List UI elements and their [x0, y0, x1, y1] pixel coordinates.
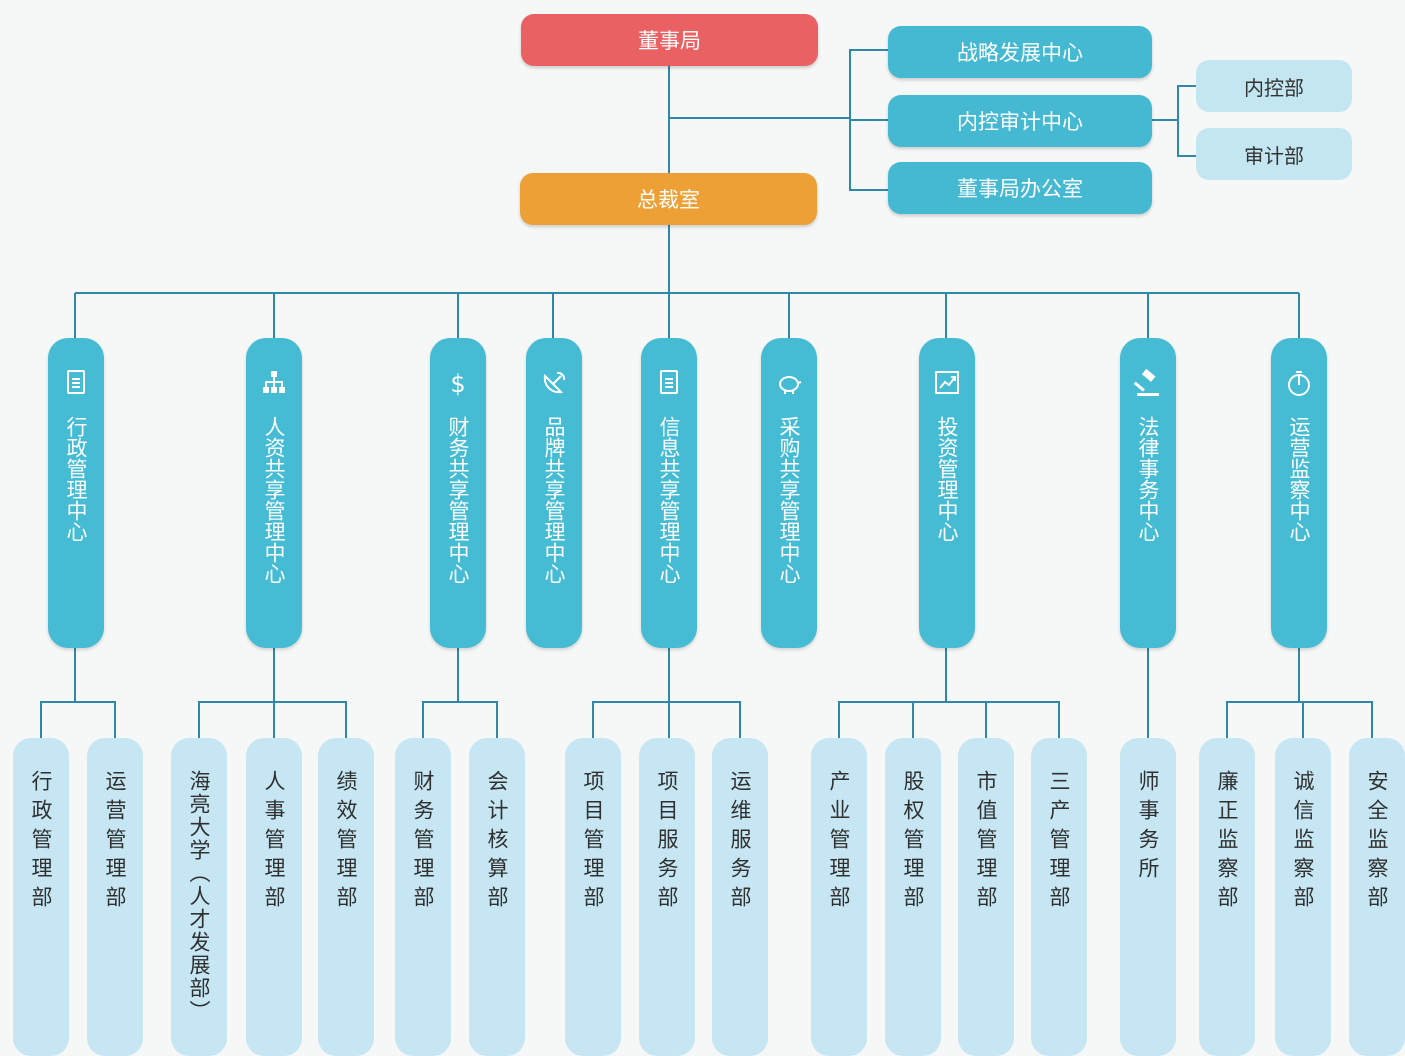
dept-credit-supervision: 诚信监察部 — [1275, 738, 1331, 1056]
center-label: 人资共享管理中心 — [262, 416, 286, 584]
center-label: 法律事务中心 — [1136, 416, 1160, 542]
board-office-node: 董事局办公室 — [888, 162, 1152, 214]
org-chart-icon — [263, 371, 285, 393]
dept-equity-management: 股权管理部 — [885, 738, 941, 1056]
dept-finance-management: 财务管理部 — [395, 738, 451, 1056]
trend-chart-icon — [935, 371, 959, 394]
internal-control-dept-node: 内控部 — [1196, 60, 1352, 112]
dept-personnel-management: 人事管理部 — [246, 738, 302, 1056]
board-node: 董事局 — [521, 14, 818, 66]
center-label: 运营监察中心 — [1287, 416, 1311, 542]
dept-integrity-supervision: 廉正监察部 — [1199, 738, 1255, 1056]
dept-project-service: 项目服务部 — [639, 738, 695, 1056]
stopwatch-icon — [1288, 371, 1310, 396]
dept-ops-service: 运维服务部 — [712, 738, 768, 1056]
center-label: 采购共享管理中心 — [777, 416, 801, 584]
dept-industry-management: 产业管理部 — [811, 738, 867, 1056]
center-investment: 投资管理中心 — [919, 338, 975, 648]
center-label: 信息共享管理中心 — [657, 416, 681, 584]
dept-admin-management: 行政管理部 — [13, 738, 69, 1056]
center-label: 财务共享管理中心 — [446, 416, 470, 584]
center-label: 行政管理中心 — [64, 416, 88, 542]
document-icon — [67, 370, 85, 394]
center-label: 投资管理中心 — [935, 416, 959, 542]
center-operations: 运营监察中心 — [1271, 338, 1327, 648]
dept-accounting: 会计核算部 — [469, 738, 525, 1056]
dept-tertiary-industry-management: 三产管理部 — [1031, 738, 1087, 1056]
center-info: 信息共享管理中心 — [641, 338, 697, 648]
piggy-bank-icon — [779, 376, 802, 394]
dept-market-value-management: 市值管理部 — [958, 738, 1014, 1056]
center-legal: 法律事务中心 — [1120, 338, 1176, 648]
center-admin: 行政管理中心 — [48, 338, 104, 648]
center-brand: 品牌共享管理中心 — [526, 338, 582, 648]
center-procurement: 采购共享管理中心 — [761, 338, 817, 648]
dept-law-firm: 师事务所 — [1120, 738, 1176, 1056]
dept-hailiang-university: 海亮大学（人才发展部） — [171, 738, 227, 1056]
dollar-icon: $ — [450, 370, 465, 398]
gavel-icon — [1134, 368, 1159, 396]
strategy-center-node: 战略发展中心 — [888, 26, 1152, 78]
center-hr: 人资共享管理中心 — [246, 338, 302, 648]
ceo-office-node: 总裁室 — [520, 173, 817, 225]
satellite-dish-icon — [543, 371, 566, 394]
center-finance: $ 财务共享管理中心 — [430, 338, 486, 648]
document-icon — [660, 370, 678, 394]
center-label: 品牌共享管理中心 — [542, 416, 566, 584]
svg-text:$: $ — [450, 370, 465, 398]
dept-operations-management: 运营管理部 — [87, 738, 143, 1056]
dept-project-management: 项目管理部 — [565, 738, 621, 1056]
dept-performance-management: 绩效管理部 — [318, 738, 374, 1056]
audit-center-node: 内控审计中心 — [888, 95, 1152, 147]
dept-safety-supervision: 安全监察部 — [1349, 738, 1405, 1056]
audit-dept-node: 审计部 — [1196, 128, 1352, 180]
